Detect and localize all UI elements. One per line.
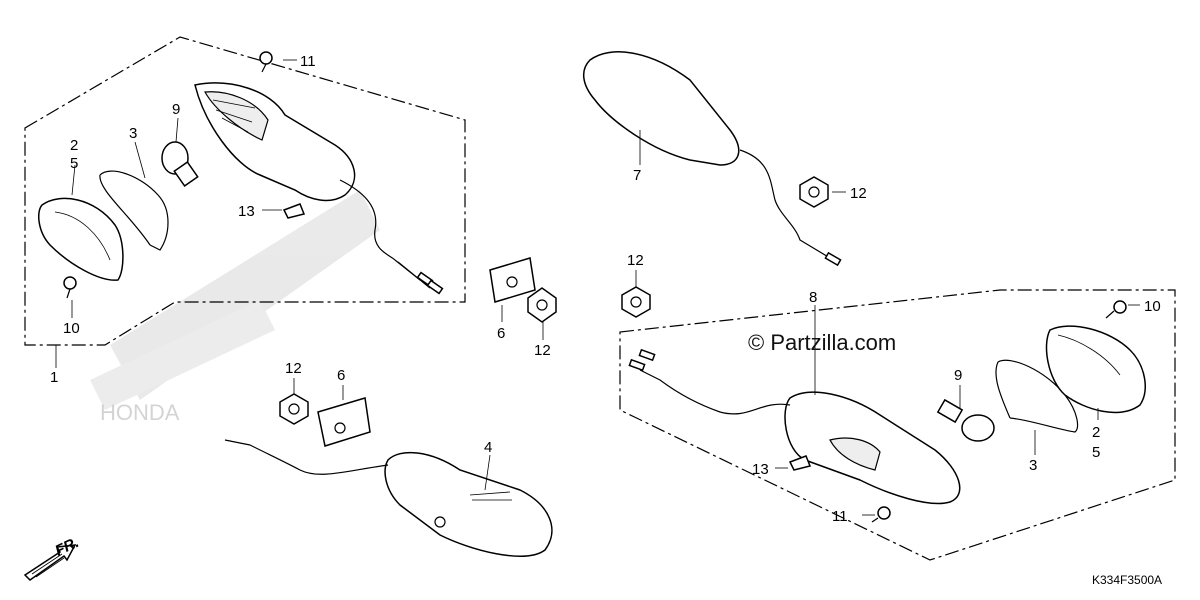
callout-1: 1 — [50, 369, 58, 386]
callout-12c: 12 — [850, 185, 867, 202]
callout-7: 7 — [633, 167, 641, 184]
part-nut-12-upper[interactable] — [527, 287, 557, 323]
part-lens-cover-left[interactable] — [37, 197, 124, 281]
callout-6b: 6 — [337, 367, 345, 384]
callout-labels: 1 2 5 3 9 10 11 13 6 12 12 6 4 7 12 12 8… — [50, 53, 1161, 525]
leader-lines — [55, 59, 1140, 516]
callout-12d: 12 — [627, 252, 644, 269]
callout-2r: 2 — [1092, 424, 1100, 441]
assembly-outline-right — [619, 289, 1176, 561]
part-turn-signal-7[interactable] — [583, 51, 842, 267]
watermark-text: © Partzilla.com — [748, 330, 896, 355]
callout-11r: 11 — [832, 508, 848, 525]
part-nut-12-lower-left[interactable] — [279, 393, 309, 425]
callout-5r: 5 — [1092, 444, 1100, 461]
part-bulb-right[interactable] — [936, 398, 995, 442]
callout-9: 9 — [172, 101, 180, 118]
part-nut-12-right-top[interactable] — [799, 176, 829, 208]
part-nut-12-right-mid[interactable] — [621, 286, 651, 318]
callout-12a: 12 — [534, 342, 551, 359]
callout-6a: 6 — [497, 325, 505, 342]
part-stay-6-lower[interactable] — [317, 397, 371, 447]
front-marker-label: FR. — [53, 534, 82, 560]
callout-13r: 13 — [752, 461, 769, 478]
part-screw-11-right[interactable] — [871, 506, 891, 523]
callout-5: 5 — [70, 155, 78, 172]
part-clip-13-right[interactable] — [788, 455, 812, 471]
part-screw-10-left[interactable] — [63, 276, 77, 299]
part-stay-6-upper[interactable] — [489, 257, 536, 303]
part-screw-10-right[interactable] — [1105, 300, 1127, 319]
part-turn-signal-housing-right[interactable] — [628, 348, 961, 505]
part-clip-13-left[interactable] — [282, 203, 306, 219]
background-logo-pattern: HONDA — [90, 190, 380, 425]
part-bulb-left[interactable] — [161, 141, 199, 188]
callout-3: 3 — [129, 125, 137, 142]
diagram-code: K334F3500A — [1092, 573, 1162, 587]
part-screw-11-left[interactable] — [259, 51, 273, 73]
callout-8: 8 — [809, 289, 817, 306]
front-direction-marker: FR. — [23, 534, 82, 581]
assembly-outline-left — [24, 36, 466, 346]
callout-4: 4 — [484, 439, 492, 456]
callout-10r: 10 — [1144, 298, 1161, 315]
callout-10: 10 — [63, 320, 80, 337]
callout-3r: 3 — [1029, 457, 1037, 474]
part-gasket-left[interactable] — [99, 170, 169, 251]
callout-11: 11 — [300, 53, 316, 70]
part-lens-cover-right[interactable] — [1045, 325, 1146, 414]
svg-text:HONDA: HONDA — [100, 400, 180, 425]
part-turn-signal-4[interactable] — [224, 439, 553, 557]
part-gasket-right[interactable] — [995, 359, 1079, 433]
callout-9r: 9 — [954, 367, 962, 384]
callout-2: 2 — [70, 137, 78, 154]
front-arrow-icon — [23, 544, 77, 581]
part-turn-signal-housing-left[interactable] — [194, 82, 444, 295]
callout-13: 13 — [238, 203, 255, 220]
callout-12b: 12 — [285, 360, 302, 377]
